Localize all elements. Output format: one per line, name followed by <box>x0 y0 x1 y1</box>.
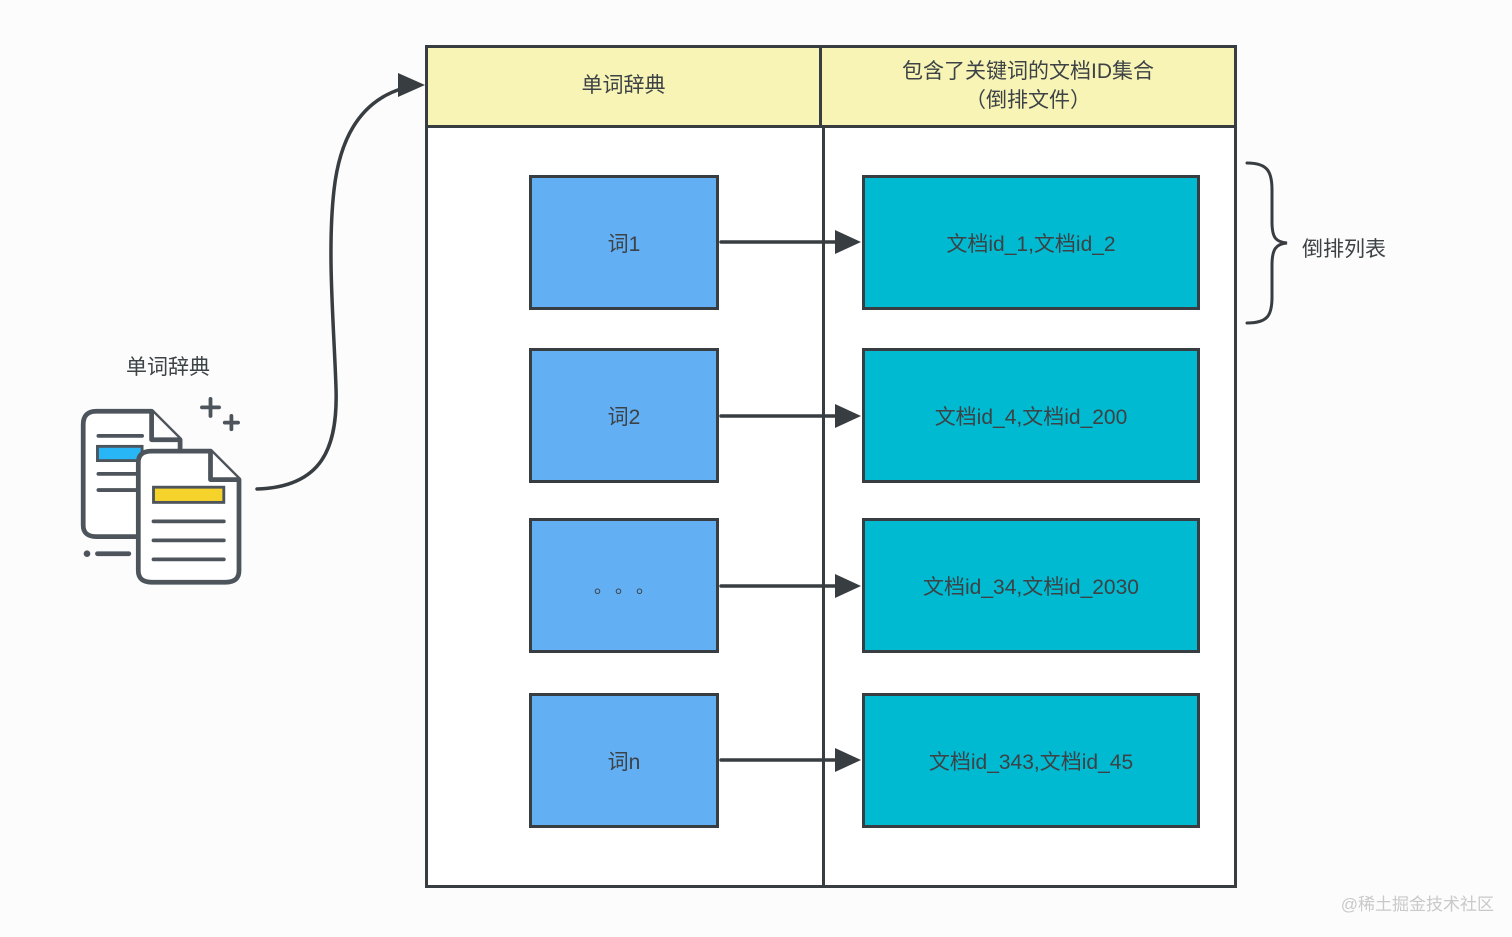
watermark: @稀土掘金技术社区 <box>1340 895 1494 914</box>
column-divider <box>822 128 825 885</box>
curved-arrow <box>255 73 425 491</box>
word-box-1: 词1 <box>529 175 719 310</box>
dash-dot-mark <box>83 550 132 558</box>
word-box-ellipsis: 。。。 <box>529 518 719 653</box>
posting-box-4: 文档id_343,文档id_45 <box>862 693 1200 828</box>
table-header: 单词辞典 包含了关键词的文档ID集合 （倒排文件） <box>428 48 1234 128</box>
header-col2-line2: （倒排文件） <box>965 88 1091 112</box>
header-word-dictionary: 单词辞典 <box>428 48 822 125</box>
header-col1-label: 单词辞典 <box>581 74 666 98</box>
posting-box-3: 文档id_34,文档id_2030 <box>862 518 1200 653</box>
inverted-list-label: 倒排列表 <box>1302 238 1386 261</box>
document-front-icon <box>135 448 242 585</box>
documents-icon <box>80 396 242 585</box>
header-posting-collection: 包含了关键词的文档ID集合 （倒排文件） <box>822 48 1234 125</box>
word-box-2: 词2 <box>529 348 719 483</box>
header-col2-line1: 包含了关键词的文档ID集合 <box>902 60 1154 84</box>
right-brace <box>1245 161 1288 325</box>
posting-box-1: 文档id_1,文档id_2 <box>862 175 1200 310</box>
word-box-n: 词n <box>529 693 719 828</box>
dictionary-label: 单词辞典 <box>126 356 210 379</box>
posting-box-2: 文档id_4,文档id_200 <box>862 348 1200 483</box>
plus-sparkles-icon <box>200 396 240 432</box>
